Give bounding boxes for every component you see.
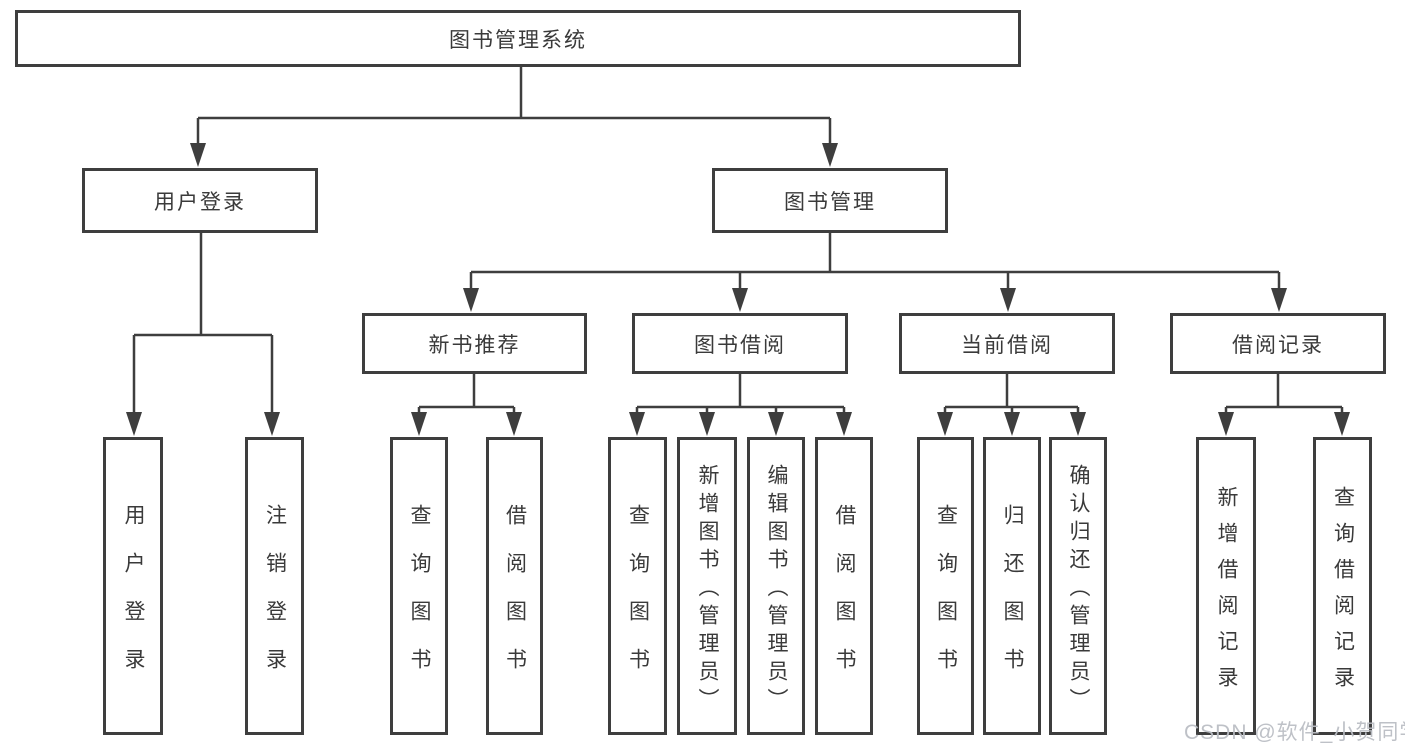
leaf-borrowing-add-books-admin: 新增图书（管理员） bbox=[677, 437, 737, 735]
node-label: 查询图书 bbox=[626, 503, 650, 696]
node-label: 当前借阅 bbox=[961, 333, 1053, 357]
leaf-newbook-query-books: 查询图书 bbox=[390, 437, 448, 735]
leaf-user-login: 用户登录 bbox=[103, 437, 163, 735]
leaf-borrowing-query-books: 查询图书 bbox=[608, 437, 667, 735]
node-label: 注销登录 bbox=[263, 503, 287, 696]
node-label: 归还图书 bbox=[1001, 503, 1024, 696]
node-label: 查询借阅记录 bbox=[1331, 485, 1355, 702]
leaf-logout-login: 注销登录 bbox=[245, 437, 304, 735]
leaf-current-confirm-return-admin: 确认归还（管理员） bbox=[1049, 437, 1107, 735]
node-label: 查询图书 bbox=[408, 503, 431, 696]
node-label: 确认归还（管理员） bbox=[1067, 463, 1090, 716]
node-label: 图书借阅 bbox=[694, 333, 786, 357]
node-book-management: 图书管理 bbox=[712, 168, 948, 233]
node-label: 新增借阅记录 bbox=[1215, 485, 1238, 702]
node-label: 图书管理系统 bbox=[449, 28, 587, 52]
node-current-borrowing: 当前借阅 bbox=[899, 313, 1115, 374]
node-label: 用户登录 bbox=[122, 503, 145, 696]
leaf-current-query-books: 查询图书 bbox=[917, 437, 974, 735]
node-library-system: 图书管理系统 bbox=[15, 10, 1021, 67]
node-label: 借阅图书 bbox=[503, 503, 527, 696]
node-label: 编辑图书（管理员） bbox=[765, 463, 788, 716]
leaf-borrowing-borrow-books: 借阅图书 bbox=[815, 437, 873, 735]
leaf-current-return-books: 归还图书 bbox=[983, 437, 1041, 735]
node-label: 用户登录 bbox=[154, 190, 246, 214]
node-label: 借阅图书 bbox=[833, 503, 856, 696]
node-borrowing-records: 借阅记录 bbox=[1170, 313, 1386, 374]
node-label: 借阅记录 bbox=[1232, 333, 1324, 357]
node-label: 新书推荐 bbox=[428, 333, 521, 357]
node-new-book-recommend: 新书推荐 bbox=[362, 313, 587, 374]
leaf-newbook-borrow-books: 借阅图书 bbox=[486, 437, 543, 735]
node-book-borrowing: 图书借阅 bbox=[632, 313, 848, 374]
node-user-login: 用户登录 bbox=[82, 168, 318, 233]
node-label: 新增图书（管理员） bbox=[696, 463, 719, 716]
leaf-borrowing-edit-books-admin: 编辑图书（管理员） bbox=[747, 437, 805, 735]
leaf-records-query-record: 查询借阅记录 bbox=[1313, 437, 1372, 735]
csdn-watermark: CSDN @软件_小贺同学 bbox=[1184, 721, 1405, 744]
arrowheads bbox=[126, 143, 1350, 436]
node-label: 查询图书 bbox=[934, 503, 958, 696]
node-label: 图书管理 bbox=[784, 190, 876, 214]
leaf-records-add-record: 新增借阅记录 bbox=[1196, 437, 1256, 735]
